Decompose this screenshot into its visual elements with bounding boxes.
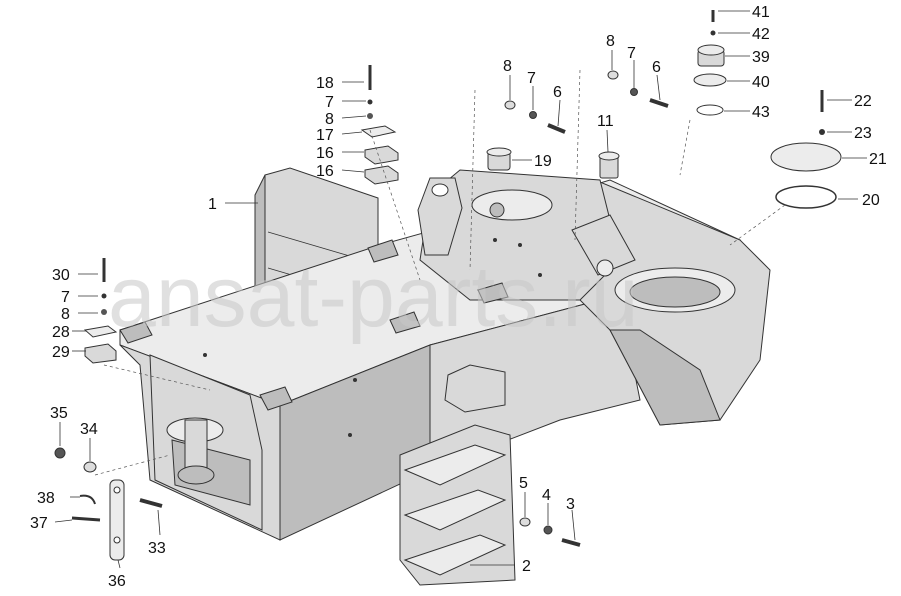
callout-leaders <box>54 10 867 569</box>
callout-23: 23 <box>854 125 872 142</box>
callout-8-left-top: 8 <box>325 111 334 128</box>
hardware-left-top <box>360 65 399 185</box>
callout-labels: 1 2 3 4 5 6 6 7 7 7 7 8 8 8 8 11 16 16 1… <box>30 4 887 590</box>
callout-2: 2 <box>522 558 531 575</box>
callout-5: 5 <box>519 475 528 492</box>
callout-16-upper: 16 <box>316 145 334 162</box>
callout-29: 29 <box>52 344 70 361</box>
callout-7-left-top: 7 <box>325 94 334 111</box>
step-ladder <box>399 364 516 586</box>
top-cover-parts <box>693 10 842 209</box>
callout-16-lower: 16 <box>316 163 334 180</box>
callout-38: 38 <box>37 490 55 507</box>
callout-18: 18 <box>316 75 334 92</box>
callout-7-left: 7 <box>61 289 70 306</box>
callout-8-top-left: 8 <box>503 58 512 75</box>
hardware-ladder <box>519 517 581 547</box>
callout-22: 22 <box>854 93 872 110</box>
callout-39: 39 <box>752 49 770 66</box>
callout-21: 21 <box>869 151 887 168</box>
caps <box>486 147 620 179</box>
callout-35: 35 <box>50 405 68 422</box>
callout-36: 36 <box>108 573 126 590</box>
callout-30: 30 <box>52 267 70 284</box>
callout-6-right: 6 <box>652 59 661 76</box>
callout-1: 1 <box>208 196 217 213</box>
callout-19: 19 <box>534 153 552 170</box>
callout-34: 34 <box>80 421 98 438</box>
callout-7-top-right: 7 <box>627 45 636 62</box>
hardware-lower-left <box>54 447 163 561</box>
callout-28: 28 <box>52 324 70 341</box>
watermark-text: ansat-parts.ru <box>108 249 639 345</box>
hardware-top <box>504 70 669 134</box>
callout-8-left: 8 <box>61 306 70 323</box>
callout-33: 33 <box>148 540 166 557</box>
hardware-left <box>83 258 118 364</box>
callout-4: 4 <box>542 487 551 504</box>
callout-17: 17 <box>316 127 334 144</box>
callout-6-left: 6 <box>553 84 562 101</box>
main-frame <box>119 167 771 541</box>
callout-40: 40 <box>752 74 770 91</box>
callout-11: 11 <box>597 113 614 130</box>
callout-43: 43 <box>752 104 770 121</box>
callout-20: 20 <box>862 192 880 209</box>
callout-37: 37 <box>30 515 48 532</box>
callout-3: 3 <box>566 496 575 513</box>
callout-7-top-left: 7 <box>527 70 536 87</box>
callout-42: 42 <box>752 26 770 43</box>
assembly-lines <box>94 69 786 476</box>
callout-41: 41 <box>752 4 770 21</box>
callout-8-top-right: 8 <box>606 33 615 50</box>
